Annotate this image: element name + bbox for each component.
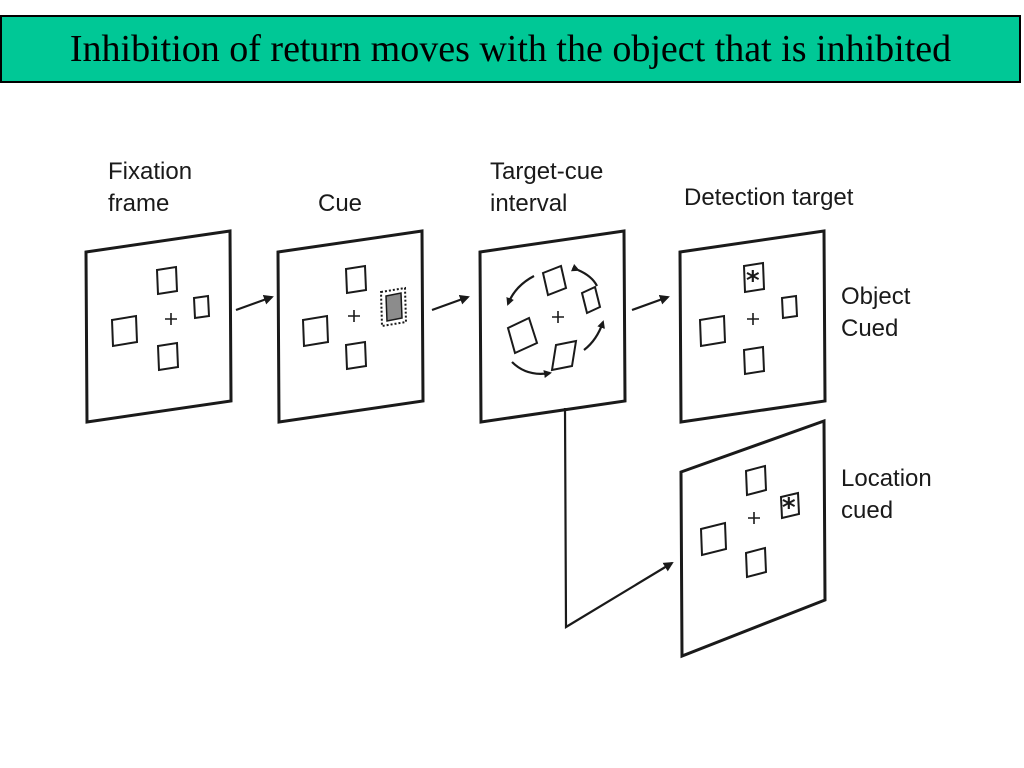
placeholder-box-left [699,521,728,557]
rotating-box-left [506,316,539,355]
rotation-arrow-bottom-right [583,320,605,351]
stage-label-cue: Cue [318,190,362,217]
arrow-fixation-to-cue [235,295,274,312]
rotation-arrow-top-right [570,263,598,287]
rotation-arrow-bottom-left [511,361,552,378]
condition-label-location-cued: Location cued [841,465,938,524]
rotating-box-bottom [550,339,578,372]
placeholder-box-right [780,294,799,320]
rotating-box-right [580,285,602,315]
frame-fixation [84,229,233,424]
placeholder-box-left [301,314,330,348]
arrow-cue-to-interval [431,295,470,312]
frame-interval [478,229,627,424]
frame-cue [276,229,425,424]
placeholder-box-bottom [156,341,180,372]
arrow-interval-to-object-cued [631,295,670,312]
placeholder-box-left [698,314,727,348]
rotation-arrow-top-left [506,275,535,306]
rotating-box-top [541,264,568,297]
placeholder-box-bottom [344,340,368,371]
cued-box-gray [385,292,403,322]
placeholder-box-bottom [744,546,768,579]
placeholder-box-top [344,264,368,295]
placeholder-box-top [744,464,768,497]
stage-label-interval: Target-cue interval [490,158,610,217]
placeholder-box-bottom [742,345,766,376]
detection-target-asterisk: * [746,266,760,296]
target-box-top [742,261,766,294]
condition-label-object-cued: Object Cued [841,283,917,342]
placeholder-box-right [192,294,211,320]
slide-title: Inhibition of return moves with the obje… [69,28,952,70]
target-box-right [779,491,801,520]
stage-label-detection: Detection target [684,184,854,211]
stage-label-fixation: Fixation frame [108,158,199,217]
arrow-interval-to-location-cued [563,407,674,629]
frame-location-cued: * [679,418,827,659]
detection-target-asterisk: * [782,493,796,523]
title-banner: Inhibition of return moves with the obje… [0,15,1021,83]
frame-object-cued: * [678,229,827,424]
placeholder-box-left [110,314,139,348]
placeholder-box-top [155,265,179,296]
